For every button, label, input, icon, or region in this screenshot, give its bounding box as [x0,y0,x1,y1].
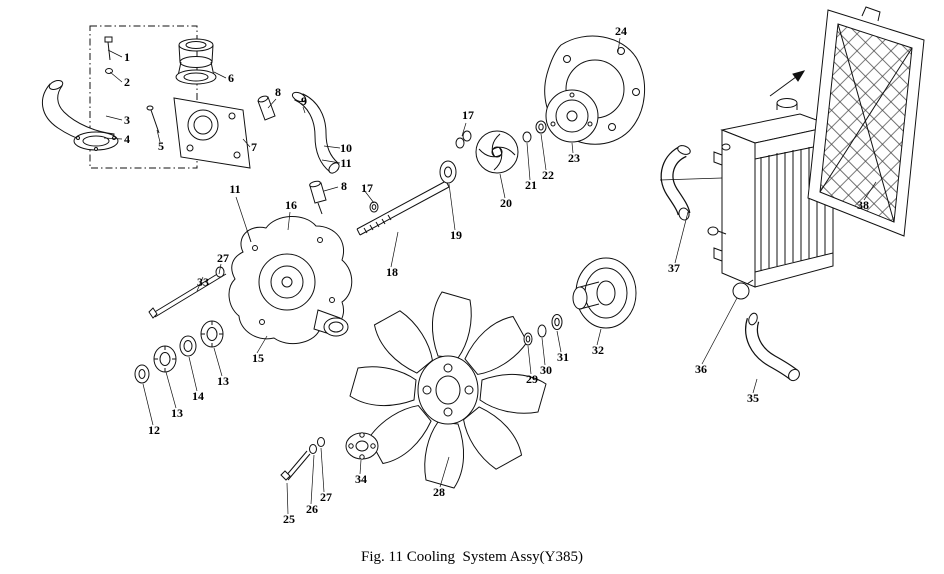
part-label: 7 [251,140,257,154]
diagram-art [42,6,925,515]
part-label: 30 [540,363,552,377]
hose-clamp-art [732,279,754,300]
part-label: 6 [228,71,234,85]
upper-hose-art [660,145,691,221]
part-label: 31 [557,350,569,364]
part-label: 22 [542,168,554,182]
part-label: 26 [306,502,318,516]
part-label: 8 [341,179,347,193]
part-label: 19 [450,228,462,242]
pipe-fitting-lower-art [309,180,327,215]
part-label: 35 [747,391,759,405]
arrow-icon [792,70,806,82]
part-label: 11 [229,182,240,196]
radiator-cap-icon [776,98,798,108]
pulley-art [523,257,637,346]
leader-lines [103,37,877,515]
screen-handle-icon [861,6,881,22]
part-label: 13 [217,374,229,388]
part-label: 17 [462,108,474,122]
part-label: 38 [857,198,869,212]
part-label: 11 [340,156,351,170]
part-label: 34 [355,472,367,486]
bypass-elbow-art [291,91,340,174]
part-labels: 1 2 3 4 5 6 7 8 9 10 11 8 17 11 16 17 19… [124,24,869,526]
part-label: 10 [340,141,352,155]
part-label: 27 [217,251,229,265]
water-outlet-elbow-art [42,80,119,151]
part-label: 16 [285,198,297,212]
dashed-boundary [89,25,198,169]
pump-shaft-art [356,130,472,236]
part-label: 5 [158,139,164,153]
part-label: 15 [252,351,264,365]
part-label: 24 [615,24,627,38]
part-label: 21 [525,178,537,192]
cooling-fan-art [349,291,547,489]
bolt-and-washer-art [104,36,113,74]
part-label: 14 [192,389,204,403]
part-label: 33 [197,275,209,289]
radiator-screen-art [769,6,925,237]
part-label: 28 [433,485,445,499]
part-label: 23 [568,151,580,165]
thermostat-housing-plate-art [173,97,251,169]
thermostat-art [175,38,217,85]
part-label: 8 [275,85,281,99]
part-label: 17 [361,181,373,195]
part-label: 4 [124,132,130,146]
pipe-fitting-upper-art [257,95,276,121]
fan-bolt-art [280,437,325,481]
part-label: 25 [283,512,295,526]
figure-caption: Fig. 11 Cooling System Assy(Y385) [361,549,583,565]
water-pump-housing-art [228,216,353,345]
part-label: 36 [695,362,707,376]
part-label: 13 [171,406,183,420]
part-label: 3 [124,113,130,127]
impeller-art [475,120,547,174]
part-label: 9 [301,94,307,108]
part-label: 12 [148,423,160,437]
seals-and-bearings-art [134,320,224,384]
fan-spacer-art [345,432,379,460]
part-label: 18 [386,265,398,279]
part-label: 1 [124,50,130,64]
long-bolt-art [148,266,227,319]
part-label: 27 [320,490,332,504]
lower-hose-art [745,312,800,382]
part-label: 32 [592,343,604,357]
stud-bolt-art [146,105,160,134]
part-label: 20 [500,196,512,210]
pump-cover-art [544,35,646,145]
part-label: 29 [526,372,538,386]
part-label: 37 [668,261,680,275]
part-label: 2 [124,75,130,89]
